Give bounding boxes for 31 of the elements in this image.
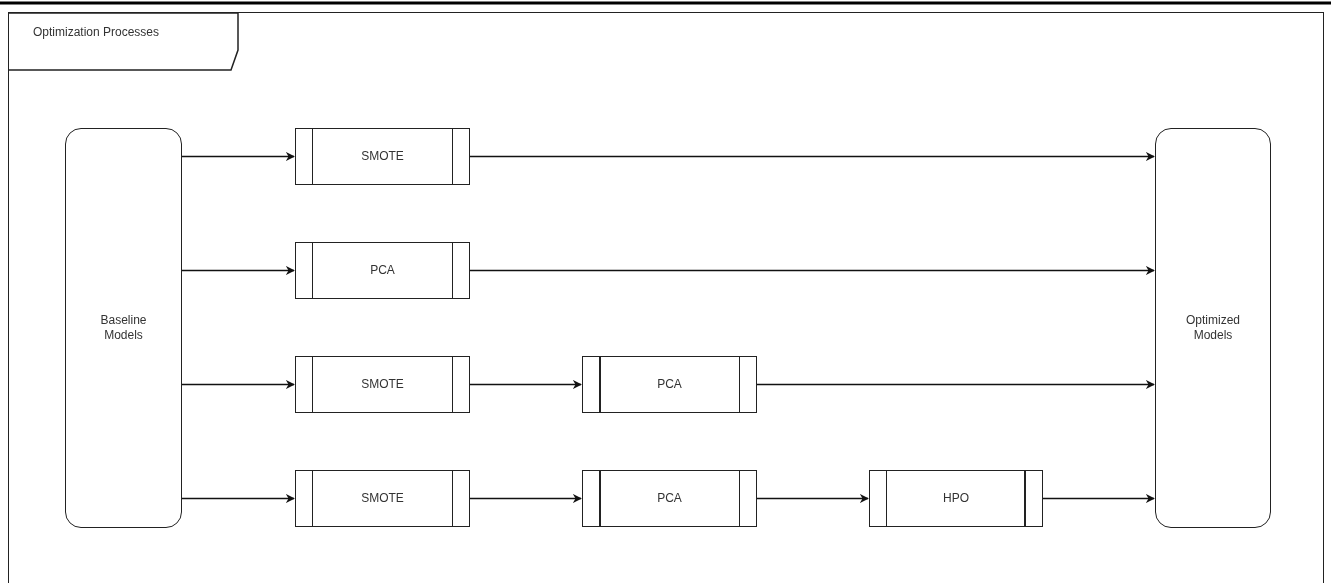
- arrow: [756, 493, 869, 504]
- arrow: [469, 265, 1155, 276]
- process-box: [295, 470, 470, 527]
- node-label: PCA: [657, 491, 682, 506]
- process-box: [869, 470, 1043, 527]
- arrow: [181, 493, 295, 504]
- node-label: PCA: [657, 377, 682, 392]
- terminal-box: [65, 128, 182, 528]
- node-label: SMOTE: [361, 491, 404, 506]
- arrow: [181, 151, 295, 162]
- arrow: [756, 379, 1155, 390]
- process-box: [582, 356, 757, 413]
- arrow: [469, 493, 582, 504]
- process-box: [582, 470, 757, 527]
- node-label: SMOTE: [361, 377, 404, 392]
- process-box: [295, 356, 470, 413]
- node-label: Baseline Models: [99, 313, 148, 343]
- arrow: [1042, 493, 1155, 504]
- node-label: SMOTE: [361, 149, 404, 164]
- terminal-box: [1155, 128, 1271, 528]
- arrow: [469, 379, 582, 390]
- arrow: [469, 151, 1155, 162]
- process-box: [295, 242, 470, 299]
- node-label: Optimized Models: [1185, 313, 1241, 343]
- arrow: [181, 265, 295, 276]
- frame-title: Optimization Processes: [33, 25, 160, 39]
- frame-container: [8, 12, 1324, 583]
- node-label: PCA: [370, 263, 395, 278]
- node-label: HPO: [943, 491, 969, 506]
- process-box: [295, 128, 470, 185]
- arrow: [181, 379, 295, 390]
